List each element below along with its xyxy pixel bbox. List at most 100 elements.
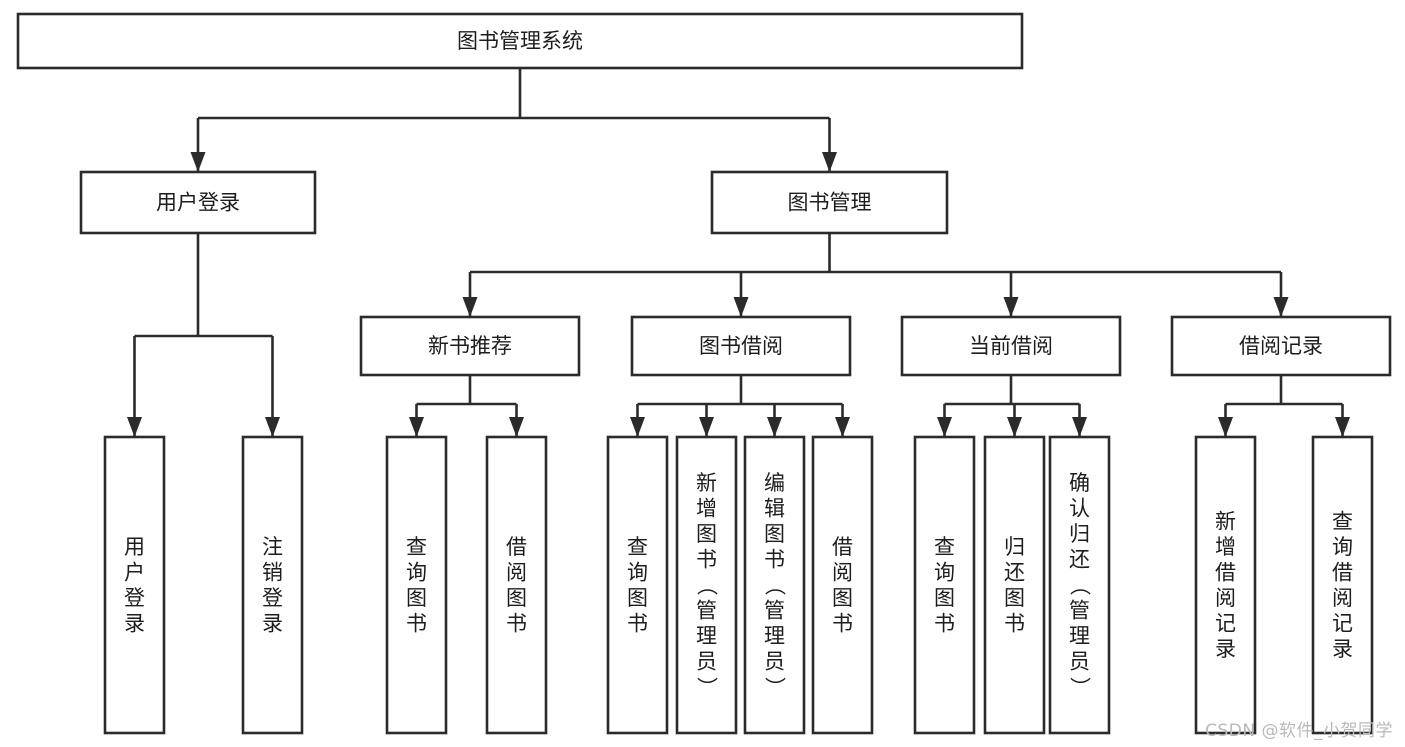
node-leaf-add-record-box[interactable] bbox=[1194, 435, 1257, 735]
svg-text:用: 用 bbox=[124, 535, 145, 559]
svg-text:借: 借 bbox=[1332, 560, 1353, 584]
svg-text:查: 查 bbox=[406, 535, 427, 559]
node-new-book-rec[interactable]: 新书推荐 bbox=[359, 315, 581, 377]
svg-text:（: （ bbox=[695, 575, 719, 596]
svg-text:记: 记 bbox=[1215, 611, 1236, 635]
svg-text:录: 录 bbox=[1332, 637, 1353, 661]
node-root-system-label: 图书管理系统 bbox=[457, 29, 583, 53]
node-leaf-query-book-3-box[interactable] bbox=[913, 435, 976, 735]
node-leaf-query-book-1-box[interactable] bbox=[385, 435, 448, 735]
arrow-head-leaf-borrow-book-1 bbox=[509, 417, 524, 437]
svg-text:管: 管 bbox=[1069, 599, 1090, 623]
svg-text:查: 查 bbox=[1332, 509, 1353, 533]
arrow-head-leaf-return-book bbox=[1007, 417, 1022, 437]
node-user-login[interactable]: 用户登录 bbox=[79, 170, 317, 235]
node-root-system[interactable]: 图书管理系统 bbox=[16, 12, 1024, 70]
svg-text:新: 新 bbox=[1215, 509, 1236, 533]
arrow-head-borrow-record bbox=[1273, 297, 1289, 317]
svg-text:员: 员 bbox=[696, 650, 717, 674]
svg-text:（: （ bbox=[763, 575, 787, 596]
node-user-login-box[interactable] bbox=[79, 170, 317, 235]
svg-text:登: 登 bbox=[124, 586, 145, 610]
node-leaf-edit-book-box[interactable] bbox=[743, 435, 806, 735]
node-book-manage-box[interactable] bbox=[710, 170, 949, 235]
svg-text:图: 图 bbox=[627, 586, 648, 610]
node-borrow-record-label: 借阅记录 bbox=[1239, 334, 1323, 358]
node-book-borrow[interactable]: 图书借阅 bbox=[630, 315, 852, 377]
svg-text:理: 理 bbox=[1069, 624, 1090, 648]
node-leaf-confirm-return-box[interactable] bbox=[1048, 435, 1111, 735]
svg-text:阅: 阅 bbox=[832, 560, 853, 584]
svg-text:询: 询 bbox=[627, 560, 648, 584]
node-user-login-label: 用户登录 bbox=[156, 191, 240, 215]
node-leaf-user-login[interactable]: 用户登录 bbox=[103, 435, 166, 735]
arrow-head-leaf-logout bbox=[265, 417, 280, 437]
node-borrow-record-box[interactable] bbox=[1170, 315, 1392, 377]
node-leaf-add-book-box[interactable] bbox=[675, 435, 738, 735]
arrow-head-leaf-add-book bbox=[699, 417, 714, 437]
arrow-head-leaf-query-book-3 bbox=[937, 417, 952, 437]
node-leaf-query-record-box[interactable] bbox=[1311, 435, 1374, 735]
svg-text:）: ） bbox=[1068, 677, 1092, 698]
svg-text:图: 图 bbox=[406, 586, 427, 610]
svg-text:归: 归 bbox=[1069, 522, 1090, 546]
node-current-borrow[interactable]: 当前借阅 bbox=[900, 315, 1122, 377]
svg-text:书: 书 bbox=[934, 611, 955, 635]
svg-text:登: 登 bbox=[262, 586, 283, 610]
svg-text:书: 书 bbox=[696, 548, 717, 572]
node-leaf-query-book-2-box[interactable] bbox=[606, 435, 669, 735]
node-leaf-user-login-label: 用户登录 bbox=[124, 535, 145, 636]
node-new-book-rec-label: 新书推荐 bbox=[428, 334, 512, 358]
svg-text:图: 图 bbox=[832, 586, 853, 610]
node-current-borrow-box[interactable] bbox=[900, 315, 1122, 377]
svg-text:图: 图 bbox=[1004, 586, 1025, 610]
arrow-head-leaf-edit-book bbox=[767, 417, 782, 437]
node-leaf-borrow-book-2-box[interactable] bbox=[811, 435, 874, 735]
node-book-borrow-box[interactable] bbox=[630, 315, 852, 377]
svg-text:借: 借 bbox=[1215, 560, 1236, 584]
svg-text:编: 编 bbox=[764, 471, 785, 495]
node-leaf-return-book-box[interactable] bbox=[983, 435, 1046, 735]
csdn-watermark: CSDN @软件_小贺同学 bbox=[1205, 721, 1393, 741]
svg-text:阅: 阅 bbox=[506, 560, 527, 584]
node-leaf-borrow-book-1-box[interactable] bbox=[485, 435, 548, 735]
svg-text:新: 新 bbox=[696, 471, 717, 495]
svg-text:还: 还 bbox=[1004, 560, 1025, 584]
node-root-system-box[interactable] bbox=[16, 12, 1024, 70]
svg-text:图: 图 bbox=[934, 586, 955, 610]
svg-text:辑: 辑 bbox=[764, 497, 785, 521]
svg-text:增: 增 bbox=[696, 497, 717, 521]
node-leaf-logout-box[interactable] bbox=[241, 435, 304, 735]
svg-text:还: 还 bbox=[1069, 548, 1090, 572]
arrow-head-leaf-add-record bbox=[1218, 417, 1233, 437]
arrow-head-leaf-query-book-1 bbox=[409, 417, 424, 437]
node-leaf-user-login-box[interactable] bbox=[103, 435, 166, 735]
node-book-manage[interactable]: 图书管理 bbox=[710, 170, 949, 235]
svg-text:（: （ bbox=[1068, 575, 1092, 596]
svg-text:图: 图 bbox=[506, 586, 527, 610]
node-new-book-rec-box[interactable] bbox=[359, 315, 581, 377]
node-borrow-record[interactable]: 借阅记录 bbox=[1170, 315, 1392, 377]
svg-text:书: 书 bbox=[406, 611, 427, 635]
arrow-head-book-manage bbox=[822, 152, 837, 172]
